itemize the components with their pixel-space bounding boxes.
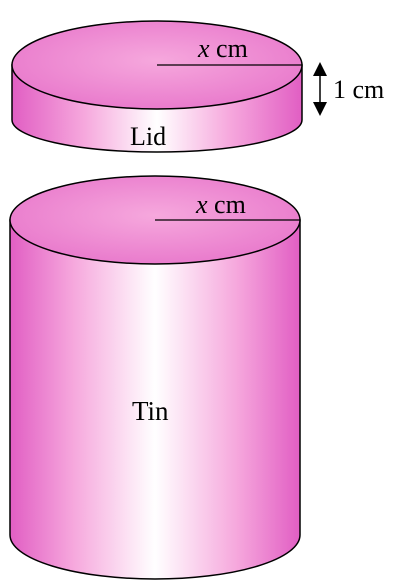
tin-radius-variable: x	[195, 190, 208, 219]
tin-body	[9, 219, 301, 580]
tin-label: Tin	[132, 396, 169, 426]
lid-height-arrow	[313, 62, 327, 116]
tin-radius-unit: cm	[208, 190, 246, 219]
lid-label: Lid	[130, 122, 166, 151]
tin: x cm Tin	[9, 175, 301, 580]
lid-radius-label: x cm	[197, 34, 248, 63]
lid-radius-unit: cm	[210, 34, 248, 63]
lid: x cm Lid 1 cm	[11, 20, 384, 153]
lid-radius-variable: x	[197, 34, 210, 63]
lid-height-label: 1 cm	[333, 75, 384, 104]
tin-radius-label: x cm	[195, 190, 246, 219]
